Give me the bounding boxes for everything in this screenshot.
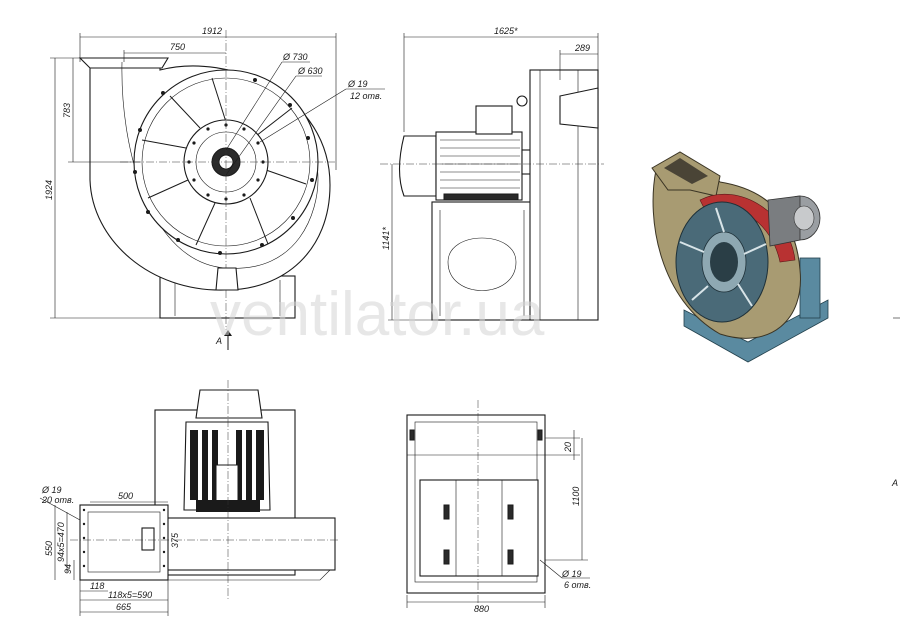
front-dimensions: 1912 750 1924 783 Ø 730 Ø 630 Ø 19 12 от… [44, 26, 385, 350]
motor-fins [440, 139, 520, 189]
dim-plan-bolt-dia: Ø 19 [41, 485, 62, 495]
section-mark-right: А [891, 478, 898, 488]
dim-base-bolt-count: 6 отв. [564, 580, 591, 590]
side-view: 1625* 289 1141* [380, 26, 604, 321]
terminal-box [475, 105, 513, 135]
section-mark-front: А [215, 336, 222, 346]
dim-pitch-v: 94x5=470 [56, 522, 66, 562]
base-dimensions: 20 1100 880 Ø 19 6 отв. [406, 430, 591, 614]
dim-plan-depth: 375 [170, 532, 180, 548]
dim-base-bolt-dia: Ø 19 [561, 569, 582, 579]
dim-side-length: 1625* [494, 26, 518, 36]
side-inlet-cone [398, 135, 437, 197]
dim-base-width: 880 [474, 604, 489, 614]
dim-front-bolt-count: 12 отв. [350, 91, 382, 101]
dim-front-height: 1924 [44, 180, 54, 200]
dim-outlet-height: 550 [44, 541, 54, 556]
watermark: ventilator.ua [210, 280, 545, 349]
impeller-blades [141, 77, 307, 246]
dim-base-height: 1100 [571, 487, 581, 506]
outlet-flange [78, 57, 169, 69]
dim-front-bolt-dia: Ø 19 [347, 79, 368, 89]
dim-shaft-height: 1141* [381, 227, 391, 250]
dim-dia-inner: Ø 630 [297, 66, 323, 76]
motor-body [435, 131, 523, 201]
dim-inlet-height: 783 [62, 103, 72, 118]
side-base-frame [431, 201, 533, 321]
dim-plan-bolt-count: 20 отв. [41, 495, 74, 505]
plan-dimensions: Ø 19 20 отв. 500 550 94x5=470 94 375 118… [39, 485, 180, 616]
front-view: 1912 750 1924 783 Ø 730 Ø 630 Ø 19 12 от… [44, 26, 385, 350]
base-view: 20 1100 880 Ø 19 6 отв. [406, 400, 591, 614]
dim-plan-outer-width: 665 [116, 602, 132, 612]
centrifugal-fan-3d-render [651, 151, 829, 363]
plan-view: Ø 19 20 отв. 500 550 94x5=470 94 375 118… [39, 380, 340, 616]
dim-pitch-h-end: 118 [90, 581, 104, 591]
dim-inlet-offset: 750 [170, 42, 185, 52]
dim-pitch-h: 118x5=590 [108, 590, 152, 600]
dim-side-inlet-depth: 289 [574, 43, 590, 53]
dim-outlet-width: 500 [118, 491, 133, 501]
dim-dia-outer: Ø 730 [282, 52, 308, 62]
outlet-flange-plan [79, 504, 169, 581]
dim-base-top-offset: 20 [563, 442, 573, 453]
base-frame [419, 479, 539, 577]
side-dimensions: 1625* 289 1141* [381, 26, 599, 321]
dim-front-width: 1912 [202, 26, 222, 36]
render-frame [683, 299, 829, 363]
dim-pitch-v-end: 94 [63, 564, 73, 574]
